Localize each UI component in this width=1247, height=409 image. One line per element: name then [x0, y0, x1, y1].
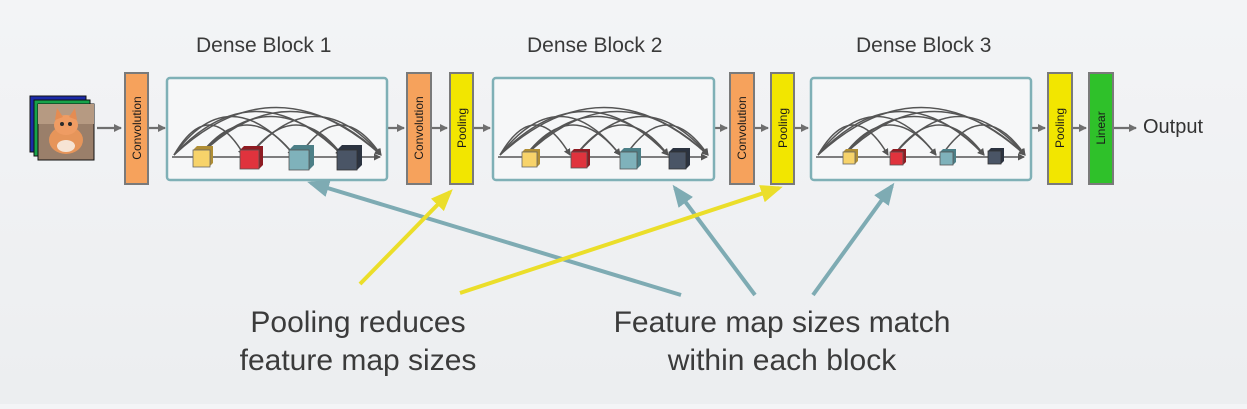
layer-linear: Linear — [1088, 72, 1114, 185]
layer-label-pooling: Pooling — [1053, 108, 1067, 148]
feature-map-yellow — [192, 146, 213, 168]
layer-label-convolution: Convolution — [412, 96, 426, 159]
layer-convolution-2: Convolution — [406, 72, 432, 185]
dense-block-1 — [165, 76, 389, 182]
pooling-caption: Pooling reduces feature map sizes — [239, 306, 477, 377]
layer-label-linear: Linear — [1094, 111, 1108, 144]
feature-map-yellow — [842, 149, 858, 165]
feature-map-slate — [668, 148, 690, 170]
layer-label-convolution: Convolution — [130, 96, 144, 159]
feature-map-yellow — [521, 149, 540, 168]
teal-arrow-block-1 — [307, 179, 682, 297]
dense-block-3 — [809, 76, 1033, 182]
feature-map-red — [889, 149, 906, 166]
output-label: Output — [1143, 116, 1204, 138]
dense-block-2 — [491, 76, 716, 182]
feature-map-slate — [336, 145, 362, 171]
dense-block-2-title: Dense Block 2 — [527, 34, 663, 57]
feature-caption: Feature map sizes match within each bloc… — [613, 306, 951, 377]
layer-label-convolution: Convolution — [735, 96, 749, 159]
teal-arrow-block-3 — [811, 182, 895, 297]
yellow-arrow-pooling-1 — [358, 189, 453, 286]
layer-pooling-2: Pooling — [770, 72, 795, 185]
layer-label-pooling: Pooling — [776, 108, 790, 148]
feature-map-teal — [288, 145, 314, 171]
dense-block-3-title: Dense Block 3 — [856, 34, 992, 57]
input-image-stack — [29, 95, 95, 161]
kitten-image — [37, 103, 95, 161]
layer-convolution-1: Convolution — [124, 72, 149, 185]
layer-label-pooling: Pooling — [455, 108, 469, 148]
teal-arrow-block-2 — [672, 184, 757, 297]
layer-convolution-3: Convolution — [729, 72, 755, 185]
feature-map-red — [239, 146, 263, 170]
layer-pooling-1: Pooling — [449, 72, 474, 185]
dense-block-1-title: Dense Block 1 — [196, 34, 332, 57]
feature-map-teal — [619, 148, 641, 170]
feature-map-slate — [987, 148, 1004, 165]
feature-map-red — [570, 149, 590, 169]
feature-map-teal — [939, 149, 956, 166]
yellow-arrow-pooling-2 — [459, 185, 783, 295]
annotation-arrows — [307, 179, 895, 297]
layer-pooling-3: Pooling — [1047, 72, 1073, 185]
